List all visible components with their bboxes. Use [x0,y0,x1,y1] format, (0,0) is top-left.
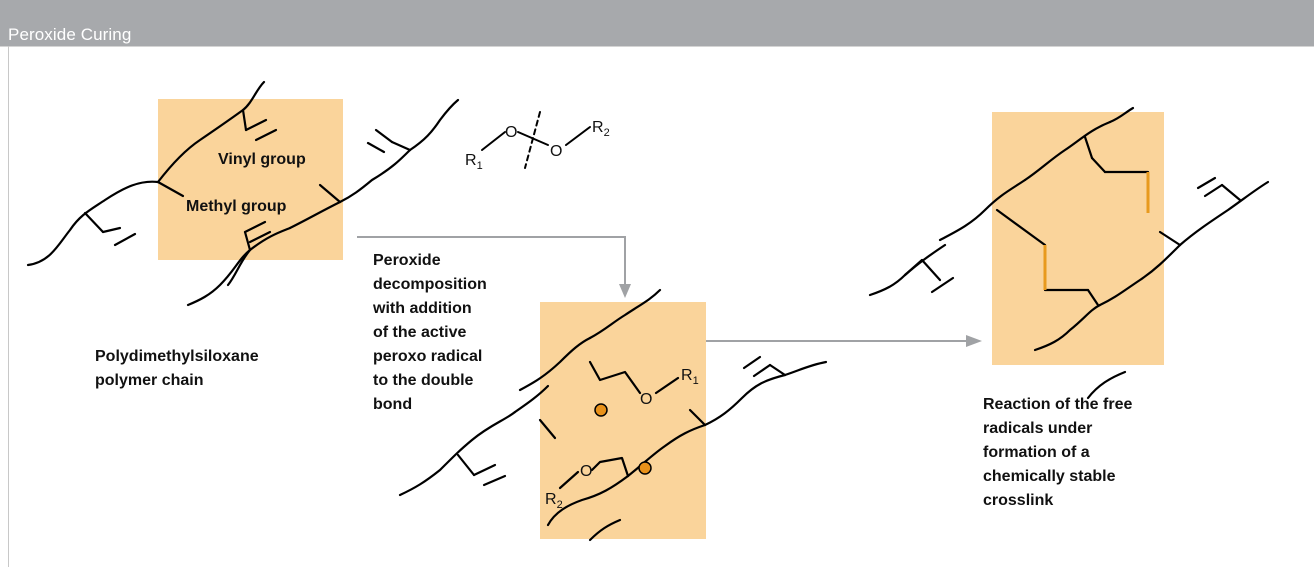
header-divider [0,46,1314,47]
arrow-head-down [619,284,631,298]
peroxide-r1: R1 [465,152,483,172]
radical-r1: R1 [681,367,699,387]
peroxide-molecule [481,111,591,169]
label-methyl-group: Methyl group [186,198,287,215]
header-bar: Peroxide Curing [0,0,1314,46]
page-title: Peroxide Curing [8,25,132,44]
arrow-head-right [966,335,982,347]
left-border [8,46,9,567]
crosslink-structure [868,106,1270,400]
label-decomposition: Peroxide decomposition with addition of … [372,252,491,413]
label-vinyl-group: Vinyl group [218,151,306,168]
pdms-chain-structure [26,80,460,307]
radical-dot-1 [594,403,608,417]
radical-addition-structure [398,288,828,542]
label-reaction: Reaction of the free radicals under form… [983,396,1137,509]
peroxide-o-right: O [550,143,562,160]
radical-r2: R2 [545,491,563,511]
highlight-box-3 [992,112,1164,365]
arrow-decomposition [357,236,626,287]
radical-o-upper: O [640,391,652,408]
peroxide-o-left: O [505,124,517,141]
highlight-box-1 [158,99,343,260]
label-pdms: Polydimethylsiloxane polymer chain [95,348,263,389]
radical-o-lower: O [580,463,592,480]
peroxide-r2: R2 [592,119,610,139]
radical-dot-2 [638,461,652,475]
highlight-box-2 [540,302,706,539]
